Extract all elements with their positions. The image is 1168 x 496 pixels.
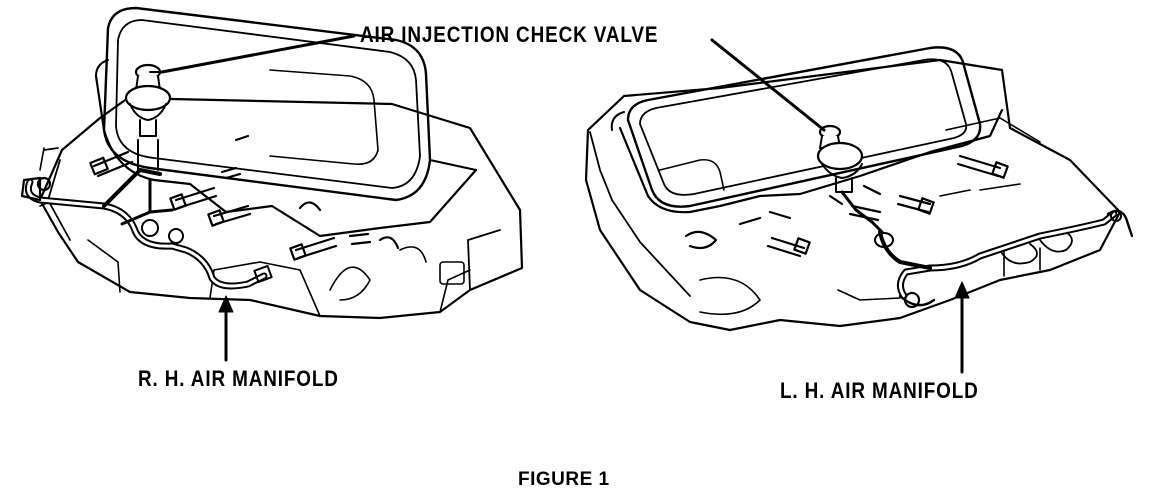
- rh-valve-cover: [94, 6, 478, 238]
- rh-manifold-label: R. H. AIR MANIFOLD: [138, 366, 339, 391]
- lh-air-manifold: [870, 209, 1134, 309]
- figure-caption: FIGURE 1: [518, 469, 610, 490]
- check-valve-label: AIR INJECTION CHECK VALVE: [360, 22, 659, 47]
- leader-lines: [149, 34, 970, 374]
- lh-engine-block: [584, 58, 1122, 332]
- lh-injection-tubes: [684, 154, 1009, 258]
- rh-air-manifold: [20, 168, 273, 290]
- rh-check-valve: [124, 63, 172, 171]
- lh-valve-cover: [610, 46, 1004, 214]
- rh-injection-tubes: [89, 134, 400, 261]
- lh-manifold-label: L. H. AIR MANIFOLD: [780, 378, 979, 403]
